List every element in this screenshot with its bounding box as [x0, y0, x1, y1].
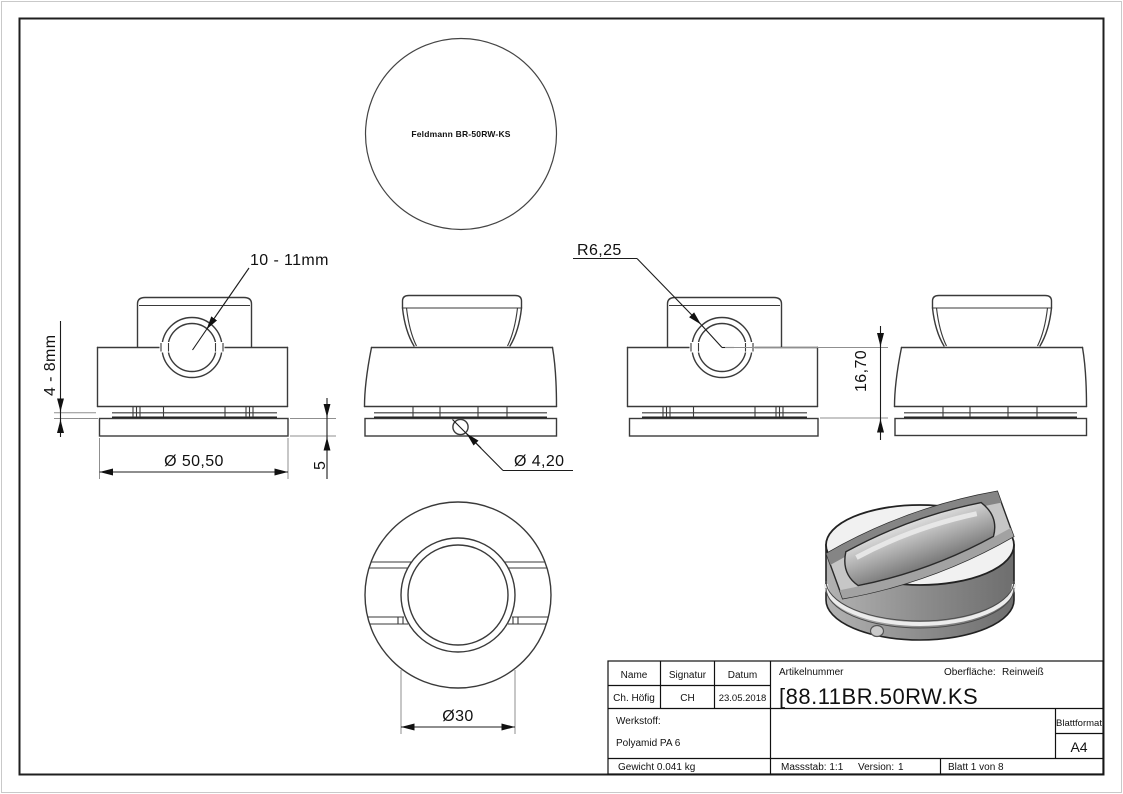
material-label: Werkstoff: [616, 716, 661, 727]
iso-side-hole [869, 624, 885, 638]
weight-value: Gewicht 0.041 kg [618, 762, 695, 773]
version-label: Version: [858, 762, 894, 773]
dim-bore-range: 10 - 11mm [192, 252, 329, 351]
base-plate [894, 417, 1088, 437]
dim-gap-range-text: 4 - 8mm [42, 335, 59, 396]
sheet-format-label: Blattformat [1056, 718, 1102, 729]
stamp-view: Feldmann BR-50RW-KS [364, 37, 558, 231]
iso-saddle-hump [844, 501, 996, 587]
side-view-2 [893, 294, 1088, 437]
surface-value: Reinweiß [1002, 667, 1044, 678]
dim-base-height-text: 5 [312, 461, 329, 470]
dim-hole-diameter-text: Ø 4,20 [514, 453, 564, 470]
stamp-text: Feldmann BR-50RW-KS [411, 129, 510, 139]
version-value: 1 [898, 762, 904, 773]
side-view-1 [363, 294, 558, 437]
drawing-frame [18, 17, 1105, 776]
base-hole [452, 418, 469, 436]
surface-label: Oberfläche: [944, 667, 996, 678]
article-number-label: Artikelnummer [779, 667, 844, 678]
front-view-2 [626, 296, 819, 437]
dim-gap-range: 4 - 8mm [42, 321, 98, 437]
dim-saddle-radius-text: R6,25 [577, 242, 622, 259]
dim-bore-diameter: Ø30 [400, 670, 516, 734]
dim-center-height: 16,70 [725, 326, 888, 440]
signature-label: Signatur [669, 670, 707, 681]
name-label: Name [621, 670, 648, 681]
bore-outer-circle [161, 316, 223, 379]
base-plate [628, 417, 819, 437]
base-plate [98, 417, 289, 437]
dim-hole-diameter: Ø 4,20 [452, 419, 573, 472]
dim-bore-range-text: 10 - 11mm [250, 252, 329, 269]
signature-value: CH [680, 693, 694, 704]
isometric-view [824, 490, 1016, 641]
bottom-view [364, 501, 552, 689]
iso-saddle-channel [825, 490, 1015, 600]
scale-value: Massstab: 1:1 [781, 762, 844, 773]
title-block: Name Signatur Datum Ch. Höfig CH 23.05.2… [607, 660, 1104, 775]
name-value: Ch. Höfig [613, 693, 655, 704]
date-value: 23.05.2018 [719, 693, 767, 704]
bore-inner-circle [167, 322, 217, 373]
outer-circle [364, 501, 552, 689]
ring-outer-circle [400, 537, 516, 653]
stamp-circle [364, 37, 558, 231]
ring-inner-circle [407, 544, 509, 646]
dim-outer-diameter: Ø 50,50 [99, 438, 289, 479]
dim-outer-diameter-text: Ø 50,50 [164, 453, 224, 470]
article-number-value: [88.11BR.50RW.KS [779, 684, 978, 709]
dim-center-height-text: 16,70 [853, 350, 870, 392]
dim-base-height: 5 [290, 398, 336, 479]
base-plate [364, 417, 558, 437]
date-label: Datum [728, 670, 757, 681]
sheet-format-value: A4 [1070, 739, 1087, 755]
sheet-number: Blatt 1 von 8 [948, 762, 1004, 773]
dim-saddle-radius: R6,25 [573, 242, 734, 349]
dim-bore-diameter-text: Ø30 [442, 708, 473, 725]
material-value: Polyamid PA 6 [616, 738, 681, 749]
front-view-1 [96, 296, 289, 437]
